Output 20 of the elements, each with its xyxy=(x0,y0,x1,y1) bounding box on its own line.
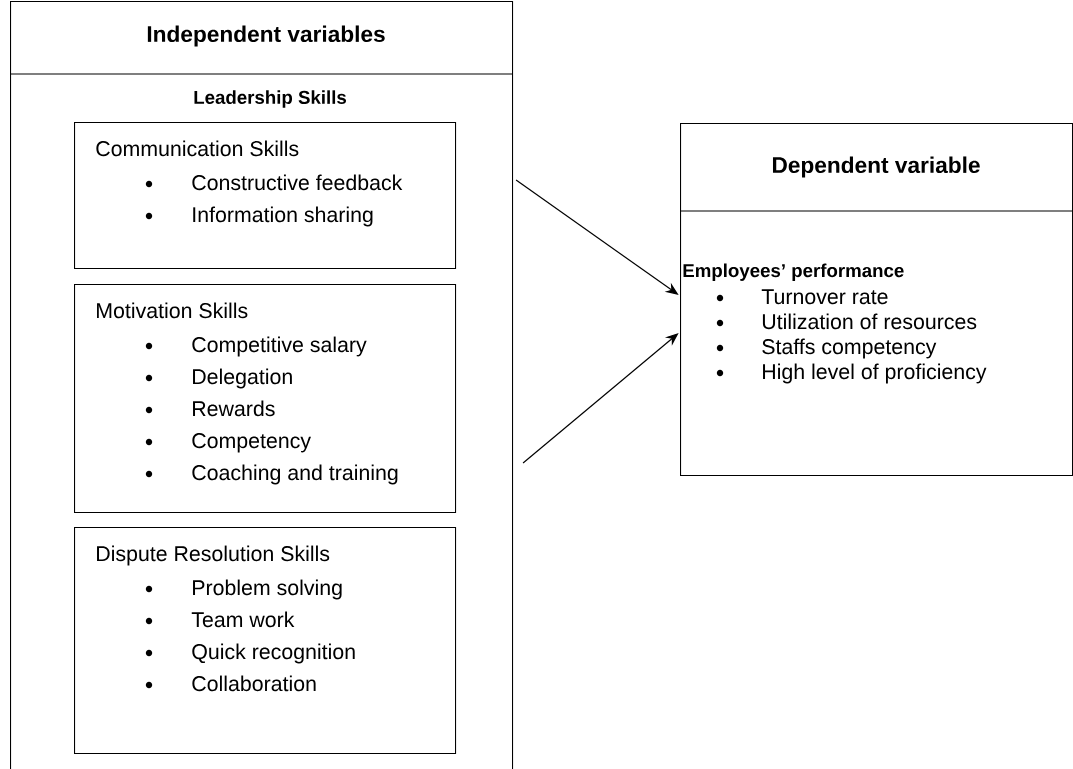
bullet-item: Staffs competency xyxy=(716,338,937,359)
skills-box: Dispute Resolution Skills Problem solving Team work Quick recognition Collaboration xyxy=(74,527,457,755)
bullet-item: Team work xyxy=(145,611,295,628)
variable-box: Dependent variable Employees’ performance Turnover rate Utilization of resources Staffs competency High level of proficiency xyxy=(679,123,1073,477)
bullet-item: Utilization of resources xyxy=(716,313,977,330)
bullet-item: Rewards xyxy=(145,400,275,417)
arrow xyxy=(522,333,679,464)
bullet-item: Information sharing xyxy=(145,206,373,227)
bullet-item: Competitive salary xyxy=(145,336,367,357)
bullet-item: Competency xyxy=(145,433,311,453)
bullet-item: Collaboration xyxy=(145,675,316,692)
skills-box: Communication Skills Constructive feedback Information sharing xyxy=(74,122,457,270)
bullet-item: Quick recognition xyxy=(145,643,355,664)
skills-box: Motivation Skills Competitive salary Delegation Rewards Competency Coaching and training xyxy=(74,284,457,514)
bullet-item: Turnover rate xyxy=(716,289,888,305)
bullet-item: Coaching and training xyxy=(145,464,398,485)
bullet-item: Constructive feedback xyxy=(145,174,403,191)
bullet-item: Problem solving xyxy=(145,579,342,600)
bullet-item: Delegation xyxy=(145,368,292,389)
bullet-item: High level of proficiency xyxy=(716,363,987,384)
